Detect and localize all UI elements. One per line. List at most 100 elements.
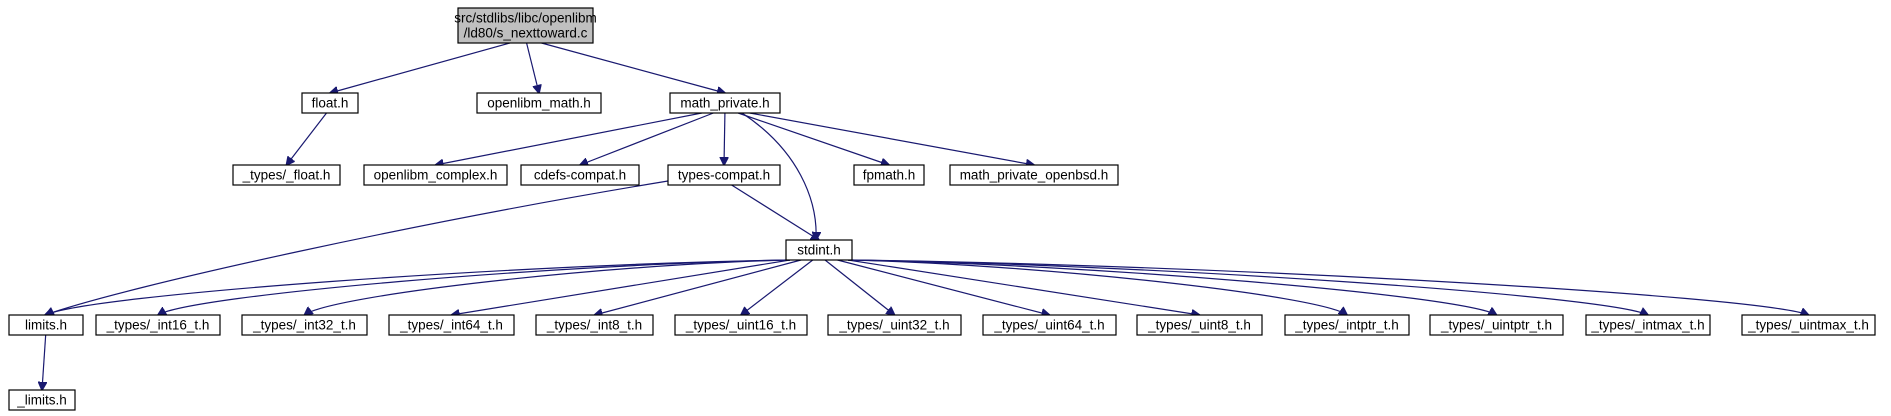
node-box xyxy=(667,164,781,186)
edge-types_compat-to-limits xyxy=(45,180,669,315)
edge-math_private-to-fpmath xyxy=(737,112,889,165)
node-int32[interactable]: _types/_int32_t.h xyxy=(241,314,368,336)
node-box xyxy=(1585,314,1711,336)
edge-stdint-to-int32 xyxy=(305,259,791,315)
node-box xyxy=(669,92,781,114)
node-label: openlibm_math.h xyxy=(487,96,591,111)
node-label: src/stdlibs/libc/openlibm xyxy=(454,11,597,26)
node-int8[interactable]: _types/_int8_t.h xyxy=(535,314,654,336)
edge-root-to-openlibm_math xyxy=(525,42,539,93)
node-label: /ld80/s_nexttoward.c xyxy=(464,26,588,41)
node-math-private-openbsd[interactable]: math_private_openbsd.h xyxy=(949,164,1119,186)
node-label: _types/_uint8_t.h xyxy=(1147,318,1251,333)
node-types-compat[interactable]: types-compat.h xyxy=(667,164,781,186)
node-label: math_private.h xyxy=(680,96,769,111)
node-label: _types/_uintptr_t.h xyxy=(1440,318,1552,333)
node-uint32[interactable]: _types/_uint32_t.h xyxy=(827,314,962,336)
edge-math_private-to-stdint xyxy=(741,112,816,240)
edge-limits-to-_limits xyxy=(42,334,46,390)
node-fpmath[interactable]: fpmath.h xyxy=(853,164,925,186)
edge-root-to-float xyxy=(330,42,511,93)
edge-root-to-math_private xyxy=(541,42,725,93)
node-box xyxy=(785,239,853,261)
node-uintptr[interactable]: _types/_uintptr_t.h xyxy=(1429,314,1564,336)
node-label: math_private_openbsd.h xyxy=(960,168,1109,183)
node-box xyxy=(949,164,1119,186)
node-box xyxy=(8,389,76,411)
node-label: _types/_int64_t.h xyxy=(399,318,503,333)
nodes-layer: src/stdlibs/libc/openlibm/ld80/s_nexttow… xyxy=(8,7,1876,411)
node-box xyxy=(241,314,368,336)
node-label: _types/_intmax_t.h xyxy=(1590,318,1704,333)
edge-stdint-to-intptr xyxy=(847,259,1347,315)
node-stdint[interactable]: stdint.h xyxy=(785,239,853,261)
node-float[interactable]: float.h xyxy=(301,92,359,114)
edge-stdint-to-int16 xyxy=(158,259,791,315)
edge-stdint-to-uint32 xyxy=(824,259,894,315)
node-label: cdefs-compat.h xyxy=(534,168,626,183)
node-label: openlibm_complex.h xyxy=(374,168,498,183)
node-intptr[interactable]: _types/_intptr_t.h xyxy=(1284,314,1410,336)
edge-float-to-types_float xyxy=(287,112,327,165)
node-label: _limits.h xyxy=(16,393,67,408)
node-root: src/stdlibs/libc/openlibm/ld80/s_nexttow… xyxy=(454,7,597,44)
node-openlibm-complex[interactable]: openlibm_complex.h xyxy=(363,164,508,186)
node-math-private[interactable]: math_private.h xyxy=(669,92,781,114)
node-box xyxy=(674,314,808,336)
edge-stdint-to-uint64 xyxy=(837,259,1049,315)
node-box xyxy=(827,314,962,336)
node-label: _types/_uint16_t.h xyxy=(685,318,796,333)
node-box xyxy=(1429,314,1564,336)
edge-stdint-to-uintptr xyxy=(847,259,1497,315)
node-box xyxy=(95,314,221,336)
node-label: types-compat.h xyxy=(678,168,770,183)
edge-stdint-to-uint16 xyxy=(741,259,814,315)
edge-stdint-to-int8 xyxy=(595,259,802,315)
node-intmax[interactable]: _types/_intmax_t.h xyxy=(1585,314,1711,336)
edge-stdint-to-uintmax xyxy=(847,259,1809,315)
node-box xyxy=(363,164,508,186)
node-uint16[interactable]: _types/_uint16_t.h xyxy=(674,314,808,336)
node-box xyxy=(853,164,925,186)
edge-math_private-to-cdefs_compat xyxy=(580,112,714,165)
edge-stdint-to-int64 xyxy=(452,259,791,315)
node-label: stdint.h xyxy=(797,243,841,258)
node-box xyxy=(457,7,594,44)
node-uint64[interactable]: _types/_uint64_t.h xyxy=(982,314,1117,336)
node-box xyxy=(1741,314,1876,336)
node-box xyxy=(301,92,359,114)
node-box xyxy=(232,164,341,186)
edges-layer xyxy=(42,42,1809,390)
node-label: _types/_float.h xyxy=(242,168,331,183)
node-label: _types/_uintmax_t.h xyxy=(1747,318,1869,333)
node-types-float[interactable]: _types/_float.h xyxy=(232,164,341,186)
node-uint8[interactable]: _types/_uint8_t.h xyxy=(1136,314,1263,336)
node-label: float.h xyxy=(312,96,349,111)
node-label: _types/_int8_t.h xyxy=(546,318,642,333)
edge-types_compat-to-stdint xyxy=(731,184,819,240)
node-box xyxy=(1136,314,1263,336)
node-box xyxy=(1284,314,1410,336)
edge-math_private-to-types_compat xyxy=(724,112,725,165)
node-uintmax[interactable]: _types/_uintmax_t.h xyxy=(1741,314,1876,336)
node-label: _types/_int32_t.h xyxy=(252,318,356,333)
node-cdefs-compat[interactable]: cdefs-compat.h xyxy=(520,164,640,186)
node-label: _types/_int16_t.h xyxy=(106,318,210,333)
node-box xyxy=(982,314,1117,336)
node-label: _types/_uint64_t.h xyxy=(993,318,1104,333)
node-int64[interactable]: _types/_int64_t.h xyxy=(388,314,515,336)
node-box xyxy=(535,314,654,336)
edge-math_private-to-openlibm_complex xyxy=(436,112,702,165)
node-limits[interactable]: limits.h xyxy=(8,314,84,336)
edge-stdint-to-intmax xyxy=(847,259,1648,315)
node-box xyxy=(520,164,640,186)
node-box xyxy=(388,314,515,336)
node--limits[interactable]: _limits.h xyxy=(8,389,76,411)
node-label: fpmath.h xyxy=(863,168,916,183)
node-label: _types/_uint32_t.h xyxy=(838,318,949,333)
node-int16[interactable]: _types/_int16_t.h xyxy=(95,314,221,336)
node-openlibm-math[interactable]: openlibm_math.h xyxy=(476,92,602,114)
node-label: limits.h xyxy=(25,318,67,333)
edge-stdint-to-limits xyxy=(46,259,791,315)
